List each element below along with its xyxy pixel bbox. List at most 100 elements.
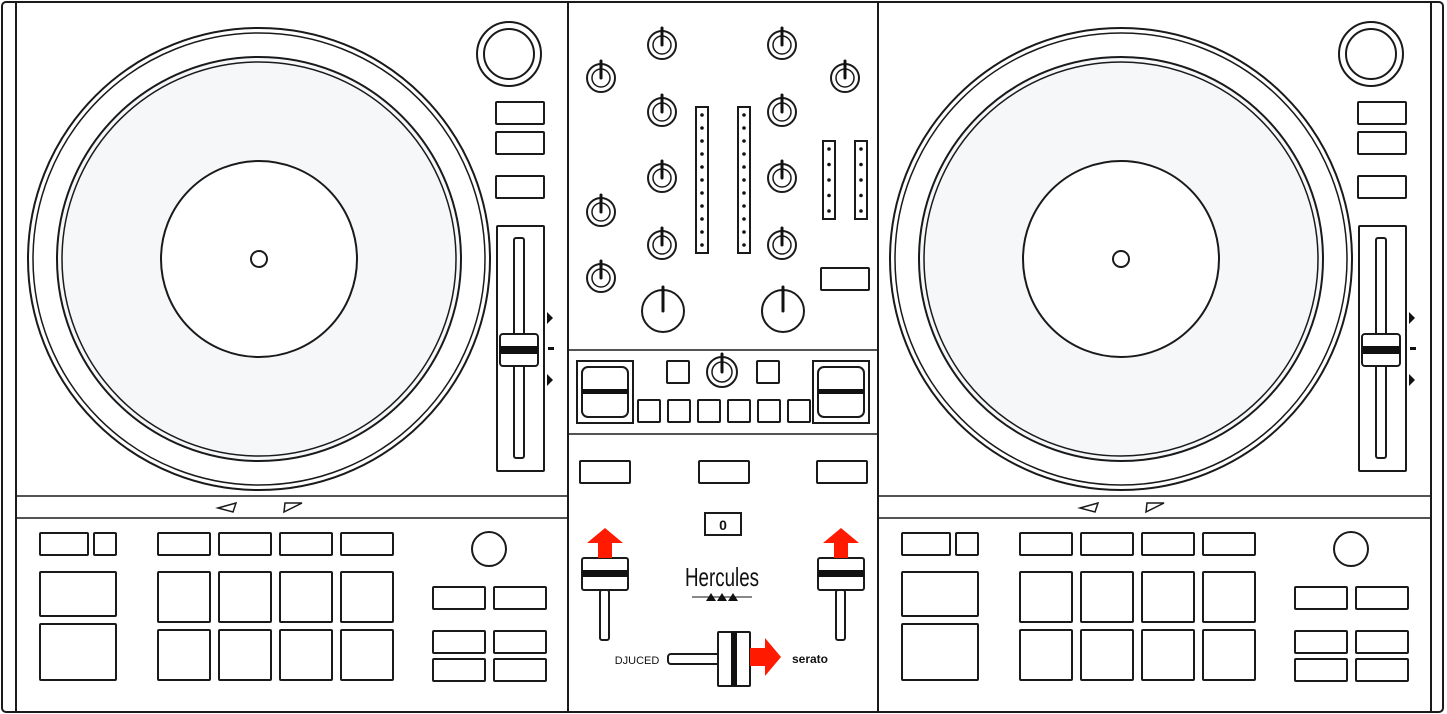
right-pad-6[interactable] — [1080, 629, 1134, 681]
left-pitch-up-triangle-icon — [547, 312, 553, 324]
right-shift-knob[interactable] — [1345, 28, 1397, 80]
right-pad-mode-button-1[interactable] — [1019, 532, 1073, 556]
master-vu-left-led — [827, 178, 831, 182]
right-cue-sync-button[interactable] — [1355, 586, 1409, 610]
left-pad-mode-button-3[interactable] — [279, 532, 333, 556]
left-pad-1[interactable] — [157, 571, 211, 623]
right-pad-7[interactable] — [1141, 629, 1195, 681]
left-cue-button[interactable] — [39, 571, 117, 617]
left-cue-button[interactable] — [666, 360, 690, 384]
left-sync-button[interactable] — [432, 586, 486, 610]
master-vu-right-led — [859, 147, 863, 151]
left-loop-in-button[interactable] — [495, 101, 545, 125]
right-pad-4[interactable] — [1202, 571, 1256, 623]
browser-button[interactable] — [698, 460, 750, 484]
master-vu-right-led — [859, 178, 863, 182]
left-pad-5[interactable] — [157, 629, 211, 681]
right-vu-meter-led — [742, 139, 746, 143]
right-spindle — [1112, 250, 1130, 268]
right-deck-select-button[interactable] — [1294, 658, 1348, 682]
left-vu-meter-led — [700, 217, 704, 221]
left-volume-fader-slot — [599, 589, 610, 641]
left-loop-out-button[interactable] — [495, 131, 545, 155]
fx-select-button-4[interactable] — [727, 399, 751, 423]
right-pad-mode-button-2[interactable] — [1080, 532, 1134, 556]
right-pitch-down-triangle-icon — [1409, 374, 1415, 386]
left-jog-wheel-ring — [61, 61, 457, 457]
left-pad-3[interactable] — [279, 571, 333, 623]
right-sync-button[interactable] — [1294, 586, 1348, 610]
left-strip-right-triangle-icon — [283, 502, 303, 514]
master-vu-left-led — [827, 193, 831, 198]
left-cue-sync-button[interactable] — [493, 586, 547, 610]
fx-select-button-6[interactable] — [787, 399, 811, 423]
left-fx-button[interactable] — [493, 658, 547, 682]
left-pad-mode-button-4[interactable] — [340, 532, 394, 556]
left-load-button[interactable] — [579, 460, 631, 484]
fx-select-button-2[interactable] — [667, 399, 691, 423]
fx-select-button-1[interactable] — [637, 399, 661, 423]
master-vu-right-led — [859, 162, 863, 167]
crossfader-line — [731, 632, 737, 686]
master-vu-left-led — [827, 209, 831, 213]
hercules-logo: Hercules — [685, 562, 759, 592]
left-load-button[interactable] — [432, 630, 486, 654]
right-pad-8[interactable] — [1202, 629, 1256, 681]
right-fx-button[interactable] — [1355, 658, 1409, 682]
left-deck-select-button[interactable] — [432, 658, 486, 682]
fx-select-button-3[interactable] — [697, 399, 721, 423]
right-filter-knob[interactable] — [1333, 531, 1369, 567]
right-pitch-center-mark — [1410, 347, 1416, 350]
left-pad-4[interactable] — [340, 571, 394, 623]
right-cue-button[interactable] — [756, 360, 780, 384]
right-vu-meter-led — [742, 113, 746, 117]
left-shift-knob[interactable] — [483, 28, 535, 80]
right-vu-meter-led — [742, 165, 746, 169]
master-vu-left-led — [827, 162, 831, 167]
right-play-button[interactable] — [901, 623, 979, 681]
right-load-button[interactable] — [1294, 630, 1348, 654]
left-pad-6[interactable] — [218, 629, 272, 681]
crossfader-left-label: DJUCED — [615, 655, 660, 667]
right-vinyl-button[interactable] — [1357, 175, 1407, 199]
right-assistant-button[interactable] — [1355, 630, 1409, 654]
left-vu-meter-led — [700, 191, 704, 195]
master-vu-right-led — [859, 209, 863, 213]
left-vinyl-button[interactable] — [495, 175, 545, 199]
right-cue-button[interactable] — [901, 571, 979, 617]
left-filter-knob[interactable] — [471, 531, 507, 567]
display-box — [704, 512, 742, 536]
right-vu-meter-led — [742, 217, 746, 221]
right-small-button[interactable] — [955, 532, 979, 556]
right-loop-out-button[interactable] — [1357, 131, 1407, 155]
left-vu-meter-led — [700, 204, 704, 208]
right-pad-2[interactable] — [1080, 571, 1134, 623]
right-loop-in-button[interactable] — [1357, 101, 1407, 125]
left-small-button[interactable] — [93, 532, 117, 556]
headphone-button[interactable] — [820, 267, 870, 291]
right-load-button[interactable] — [816, 460, 868, 484]
right-pad-3[interactable] — [1141, 571, 1195, 623]
left-pad-mode-button-2[interactable] — [218, 532, 272, 556]
left-play-mode-button[interactable] — [39, 532, 89, 556]
fx-select-button-5[interactable] — [757, 399, 781, 423]
left-pad-mode-button-1[interactable] — [157, 532, 211, 556]
right-vu-meter-led — [742, 243, 746, 247]
left-vu-meter-led — [700, 165, 704, 169]
hercules-logo-triangles — [692, 593, 752, 601]
right-vu-meter-led — [742, 230, 746, 234]
left-pad-8[interactable] — [340, 629, 394, 681]
right-pad-5[interactable] — [1019, 629, 1073, 681]
left-pad-7[interactable] — [279, 629, 333, 681]
left-assistant-button[interactable] — [493, 630, 547, 654]
right-volume-fader-slot — [835, 589, 846, 641]
right-pad-mode-button-3[interactable] — [1141, 532, 1195, 556]
right-play-mode-button[interactable] — [901, 532, 951, 556]
right-pad-1[interactable] — [1019, 571, 1073, 623]
left-volume-up-arrow-icon — [587, 528, 623, 558]
left-play-button[interactable] — [39, 623, 117, 681]
right-vu-meter-led — [742, 178, 746, 182]
right-pad-mode-button-4[interactable] — [1202, 532, 1256, 556]
left-pad-2[interactable] — [218, 571, 272, 623]
right-vu-meter-led — [742, 204, 746, 208]
